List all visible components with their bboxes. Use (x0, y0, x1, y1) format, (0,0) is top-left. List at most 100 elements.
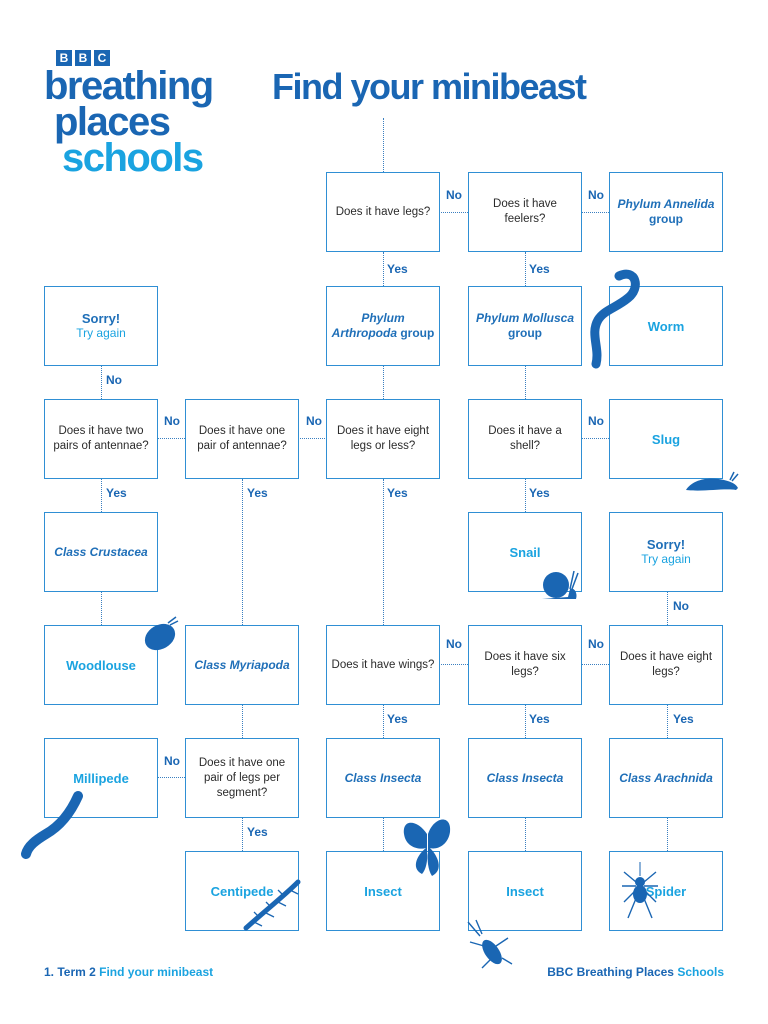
connector (441, 212, 468, 213)
connector (242, 479, 243, 625)
snail-illustration (542, 570, 579, 599)
answer-text: Snail (509, 544, 541, 560)
connector (441, 664, 468, 665)
group-name: Class Arachnida (619, 770, 713, 785)
answer-text: Spider (645, 883, 687, 899)
group-arachnida: Class Arachnida (609, 738, 723, 818)
group-myriapoda: Class Myriapoda (185, 625, 299, 705)
millipede-illustration (21, 791, 83, 859)
question-text: Does it have eight legs or less? (336, 425, 430, 452)
footer-right: BBC Breathing Places Schools (547, 965, 724, 979)
connector (525, 705, 526, 738)
question-shell: Does it have a shell? (468, 399, 582, 479)
sorry-try-again-2: Sorry!Try again (609, 512, 723, 592)
connector (383, 705, 384, 738)
answer-spider: Spider (609, 851, 723, 931)
answer-insect-2: Insect (468, 851, 582, 931)
question-pair-per-segment: Does it have one pair of legs per segmen… (185, 738, 299, 818)
sorry-text: Sorry! (646, 537, 686, 552)
bbc-blocks: B B C (56, 50, 184, 66)
question-text: Does it have six legs? (484, 651, 566, 678)
no-label: No (673, 599, 689, 613)
footer-schools: Schools (677, 965, 724, 979)
no-label: No (164, 754, 180, 768)
question-two-pairs-antennae: Does it have two pairs of antennae? (44, 399, 158, 479)
connector (383, 479, 384, 625)
yes-label: Yes (529, 486, 550, 500)
no-label: No (306, 414, 322, 428)
question-feelers: Does it have feelers? (468, 172, 582, 252)
answer-text: Worm (647, 318, 685, 334)
question-six-legs: Does it have six legs? (468, 625, 582, 705)
connector (667, 705, 668, 738)
connector (582, 212, 609, 213)
connector (582, 664, 609, 665)
footer-title: Find your minibeast (99, 965, 214, 979)
group-insecta-1: Class Insecta (326, 738, 440, 818)
question-text: Does it have a shell? (488, 425, 562, 452)
yes-label: Yes (247, 825, 268, 839)
question-wings: Does it have wings? (326, 625, 440, 705)
yes-label: Yes (387, 262, 408, 276)
answer-text: Centipede (210, 883, 274, 899)
logo-line-2: places (54, 100, 171, 144)
answer-text: Millipede (73, 770, 129, 786)
logo-line-1: breathing (44, 64, 214, 108)
question-one-pair-antennae: Does it have one pair of antennae? (185, 399, 299, 479)
answer-text: Insect (506, 883, 544, 899)
group-suffix: group (397, 326, 435, 340)
question-text: Does it have feelers? (493, 198, 557, 225)
worm-illustration (590, 269, 640, 369)
no-label: No (106, 373, 122, 387)
question-text: Does it have legs? (335, 205, 431, 218)
connector (242, 705, 243, 738)
question-text: Does it have two pairs of antennae? (53, 425, 149, 452)
group-name: Class Insecta (486, 770, 564, 785)
connector (383, 366, 384, 399)
spider-illustration (622, 862, 658, 919)
no-label: No (588, 188, 604, 202)
no-label: No (446, 188, 462, 202)
connector (101, 366, 102, 399)
try-again-text: Try again (76, 326, 126, 340)
connector (101, 592, 102, 625)
group-mollusca: Phylum Mollusca group (468, 286, 582, 366)
connector (667, 818, 668, 851)
yes-label: Yes (673, 712, 694, 726)
question-text: Does it have eight legs? (619, 651, 713, 678)
no-label: No (588, 414, 604, 428)
group-name: Class Crustacea (54, 544, 148, 559)
footer-left: 1. Term 2 Find your minibeast (44, 965, 213, 979)
no-label: No (164, 414, 180, 428)
sorry-text: Sorry! (81, 311, 121, 326)
group-name: Phylum Annelida (617, 197, 715, 211)
bbc-letter: C (94, 50, 110, 66)
footer-term: 1. Term 2 (44, 965, 100, 979)
try-again-text: Try again (641, 552, 691, 566)
beetle-illustration (467, 919, 513, 969)
yes-label: Yes (529, 712, 550, 726)
connector (242, 818, 243, 851)
group-suffix: group (508, 326, 542, 340)
connector (525, 252, 526, 286)
answer-centipede: Centipede (185, 851, 299, 931)
yes-label: Yes (387, 712, 408, 726)
connector (383, 252, 384, 286)
no-label: No (446, 637, 462, 651)
answer-slug: Slug (609, 399, 723, 479)
answer-text: Woodlouse (66, 657, 136, 673)
bbc-letter: B (56, 50, 72, 66)
connector (383, 118, 384, 172)
group-annelida: Phylum Annelida group (609, 172, 723, 252)
connector (383, 818, 384, 851)
question-eight-legs: Does it have eight legs? (609, 625, 723, 705)
sorry-try-again-1: Sorry!Try again (44, 286, 158, 366)
bbc-breathing-places-logo: B B C breathing places schools (44, 50, 214, 178)
group-crustacea: Class Crustacea (44, 512, 158, 592)
yes-label: Yes (387, 486, 408, 500)
connector (525, 366, 526, 399)
yes-label: Yes (529, 262, 550, 276)
group-name: Class Myriapoda (194, 657, 290, 672)
page-title: Find your minibeast (272, 66, 587, 107)
answer-text: Slug (651, 431, 681, 447)
